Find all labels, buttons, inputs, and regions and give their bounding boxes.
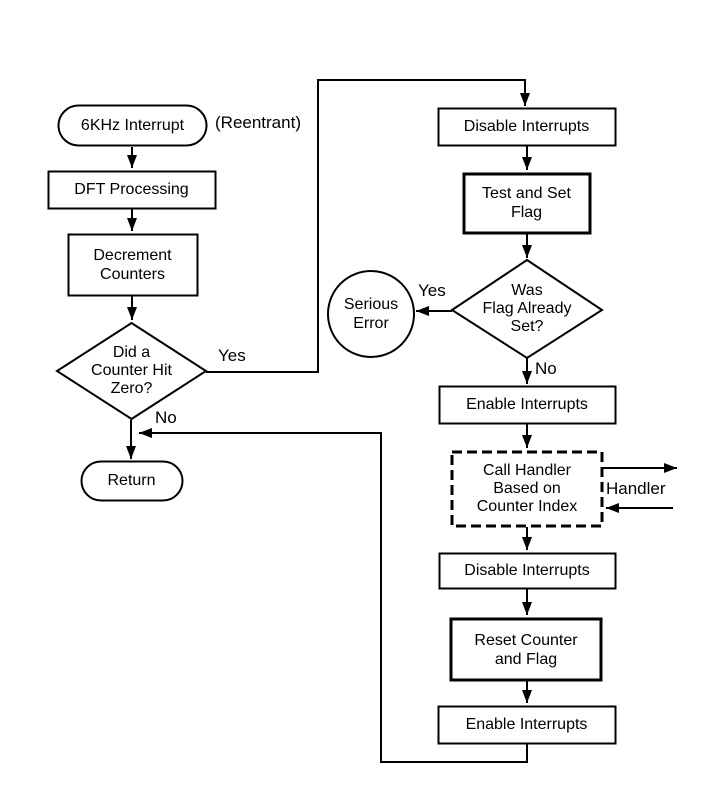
- decrement-text-line1: Decrement: [93, 246, 172, 264]
- enable-interrupts-1-text: Enable Interrupts: [466, 396, 588, 413]
- edge-label-flag-yes-text: Yes: [418, 281, 446, 300]
- counter-zero-text-line3: Zero?: [110, 380, 153, 397]
- call-handler-text-line3: Counter Index: [476, 498, 578, 515]
- serious-error-circle-shape: [327, 270, 415, 358]
- flag-already-set-text-line3: Set?: [510, 318, 544, 335]
- disable-interrupts-1-label: Disable Interrupts: [438, 108, 615, 145]
- edge-label-counter-yes: Yes: [218, 346, 246, 365]
- call-handler-label: Call Handler Based on Counter Index: [452, 452, 602, 526]
- enable-interrupts-2-text: Enable Interrupts: [465, 716, 588, 733]
- reset-counter-flag-text-line2: and Flag: [494, 650, 558, 668]
- reentrant-note: (Reentrant): [215, 113, 301, 132]
- flag-already-set-text-line1: Was: [511, 282, 543, 299]
- decrement-process-label: Decrement Counters: [68, 234, 197, 295]
- edge-label-flag-no-text: No: [535, 359, 557, 378]
- reset-counter-flag-shape: [449, 617, 603, 682]
- flag-already-set-text-line2: Flag Already: [482, 300, 572, 317]
- disable-interrupts-1-text: Disable Interrupts: [463, 118, 590, 135]
- start-terminal-label: 6KHz Interrupt: [58, 105, 207, 145]
- return-terminal-text: Return: [107, 472, 156, 489]
- edge-label-flag-yes: Yes: [418, 281, 446, 300]
- serious-error-text-line2: Error: [353, 315, 389, 332]
- dft-process-label: DFT Processing: [48, 171, 215, 208]
- counter-zero-text-line1: Did a: [112, 344, 151, 361]
- enable-interrupts-2-label: Enable Interrupts: [438, 706, 615, 743]
- edge-label-counter-no-text: No: [155, 408, 177, 427]
- arrow-counter-yes-path: [206, 79, 530, 373]
- reentrant-note-text: (Reentrant): [215, 113, 301, 132]
- counter-zero-decision-shape: [55, 321, 208, 421]
- serious-error-text-line1: Serious: [343, 296, 399, 313]
- start-terminal-shape: [57, 104, 208, 147]
- dft-process-shape: [47, 170, 217, 210]
- edge-label-counter-yes-text: Yes: [218, 346, 246, 365]
- disable-interrupts-2-text: Disable Interrupts: [464, 562, 590, 579]
- serious-error-circle-label: Serious Error: [328, 294, 414, 334]
- disable-interrupts-2-label: Disable Interrupts: [439, 553, 615, 588]
- call-handler-dashed-shape: [450, 450, 604, 528]
- disable-interrupts-1-shape: [437, 107, 617, 147]
- test-and-set-flag-shape: [462, 172, 592, 235]
- counter-zero-text-line2: Counter Hit: [91, 362, 172, 379]
- call-handler-text-line1: Call Handler: [482, 462, 572, 479]
- enable-interrupts-1-shape: [438, 385, 617, 425]
- edge-label-flag-no: No: [535, 359, 557, 378]
- decrement-process-shape: [67, 233, 199, 297]
- edge-label-counter-no: No: [155, 408, 177, 427]
- handler-note-text: Handler: [606, 479, 666, 498]
- counter-zero-decision-label: Did a Counter Hit Zero?: [56, 335, 207, 407]
- test-and-set-flag-text-line1: Test and Set: [482, 185, 571, 202]
- enable-interrupts-2-shape: [437, 705, 617, 745]
- return-terminal-label: Return: [81, 461, 182, 500]
- call-handler-text-line2: Based on: [493, 480, 561, 497]
- reset-counter-flag-label: Reset Counter and Flag: [451, 619, 601, 680]
- test-and-set-flag-label: Test and Set Flag: [463, 173, 590, 233]
- reset-counter-flag-text-line1: Reset Counter: [474, 631, 578, 649]
- dft-process-text: DFT Processing: [74, 181, 189, 198]
- enable-interrupts-1-label: Enable Interrupts: [439, 386, 615, 423]
- decrement-text-line2: Counters: [100, 265, 165, 283]
- arrow-loopback-no-path: [139, 428, 528, 763]
- test-and-set-flag-text-line2: Flag: [510, 204, 543, 221]
- disable-interrupts-2-shape: [438, 552, 617, 590]
- return-terminal-shape: [80, 460, 184, 502]
- start-terminal-text: 6KHz Interrupt: [80, 116, 185, 134]
- handler-note: Handler: [606, 479, 666, 498]
- flag-already-set-decision-label: Was Flag Already Set?: [452, 273, 602, 345]
- flag-already-set-decision-shape: [450, 258, 604, 360]
